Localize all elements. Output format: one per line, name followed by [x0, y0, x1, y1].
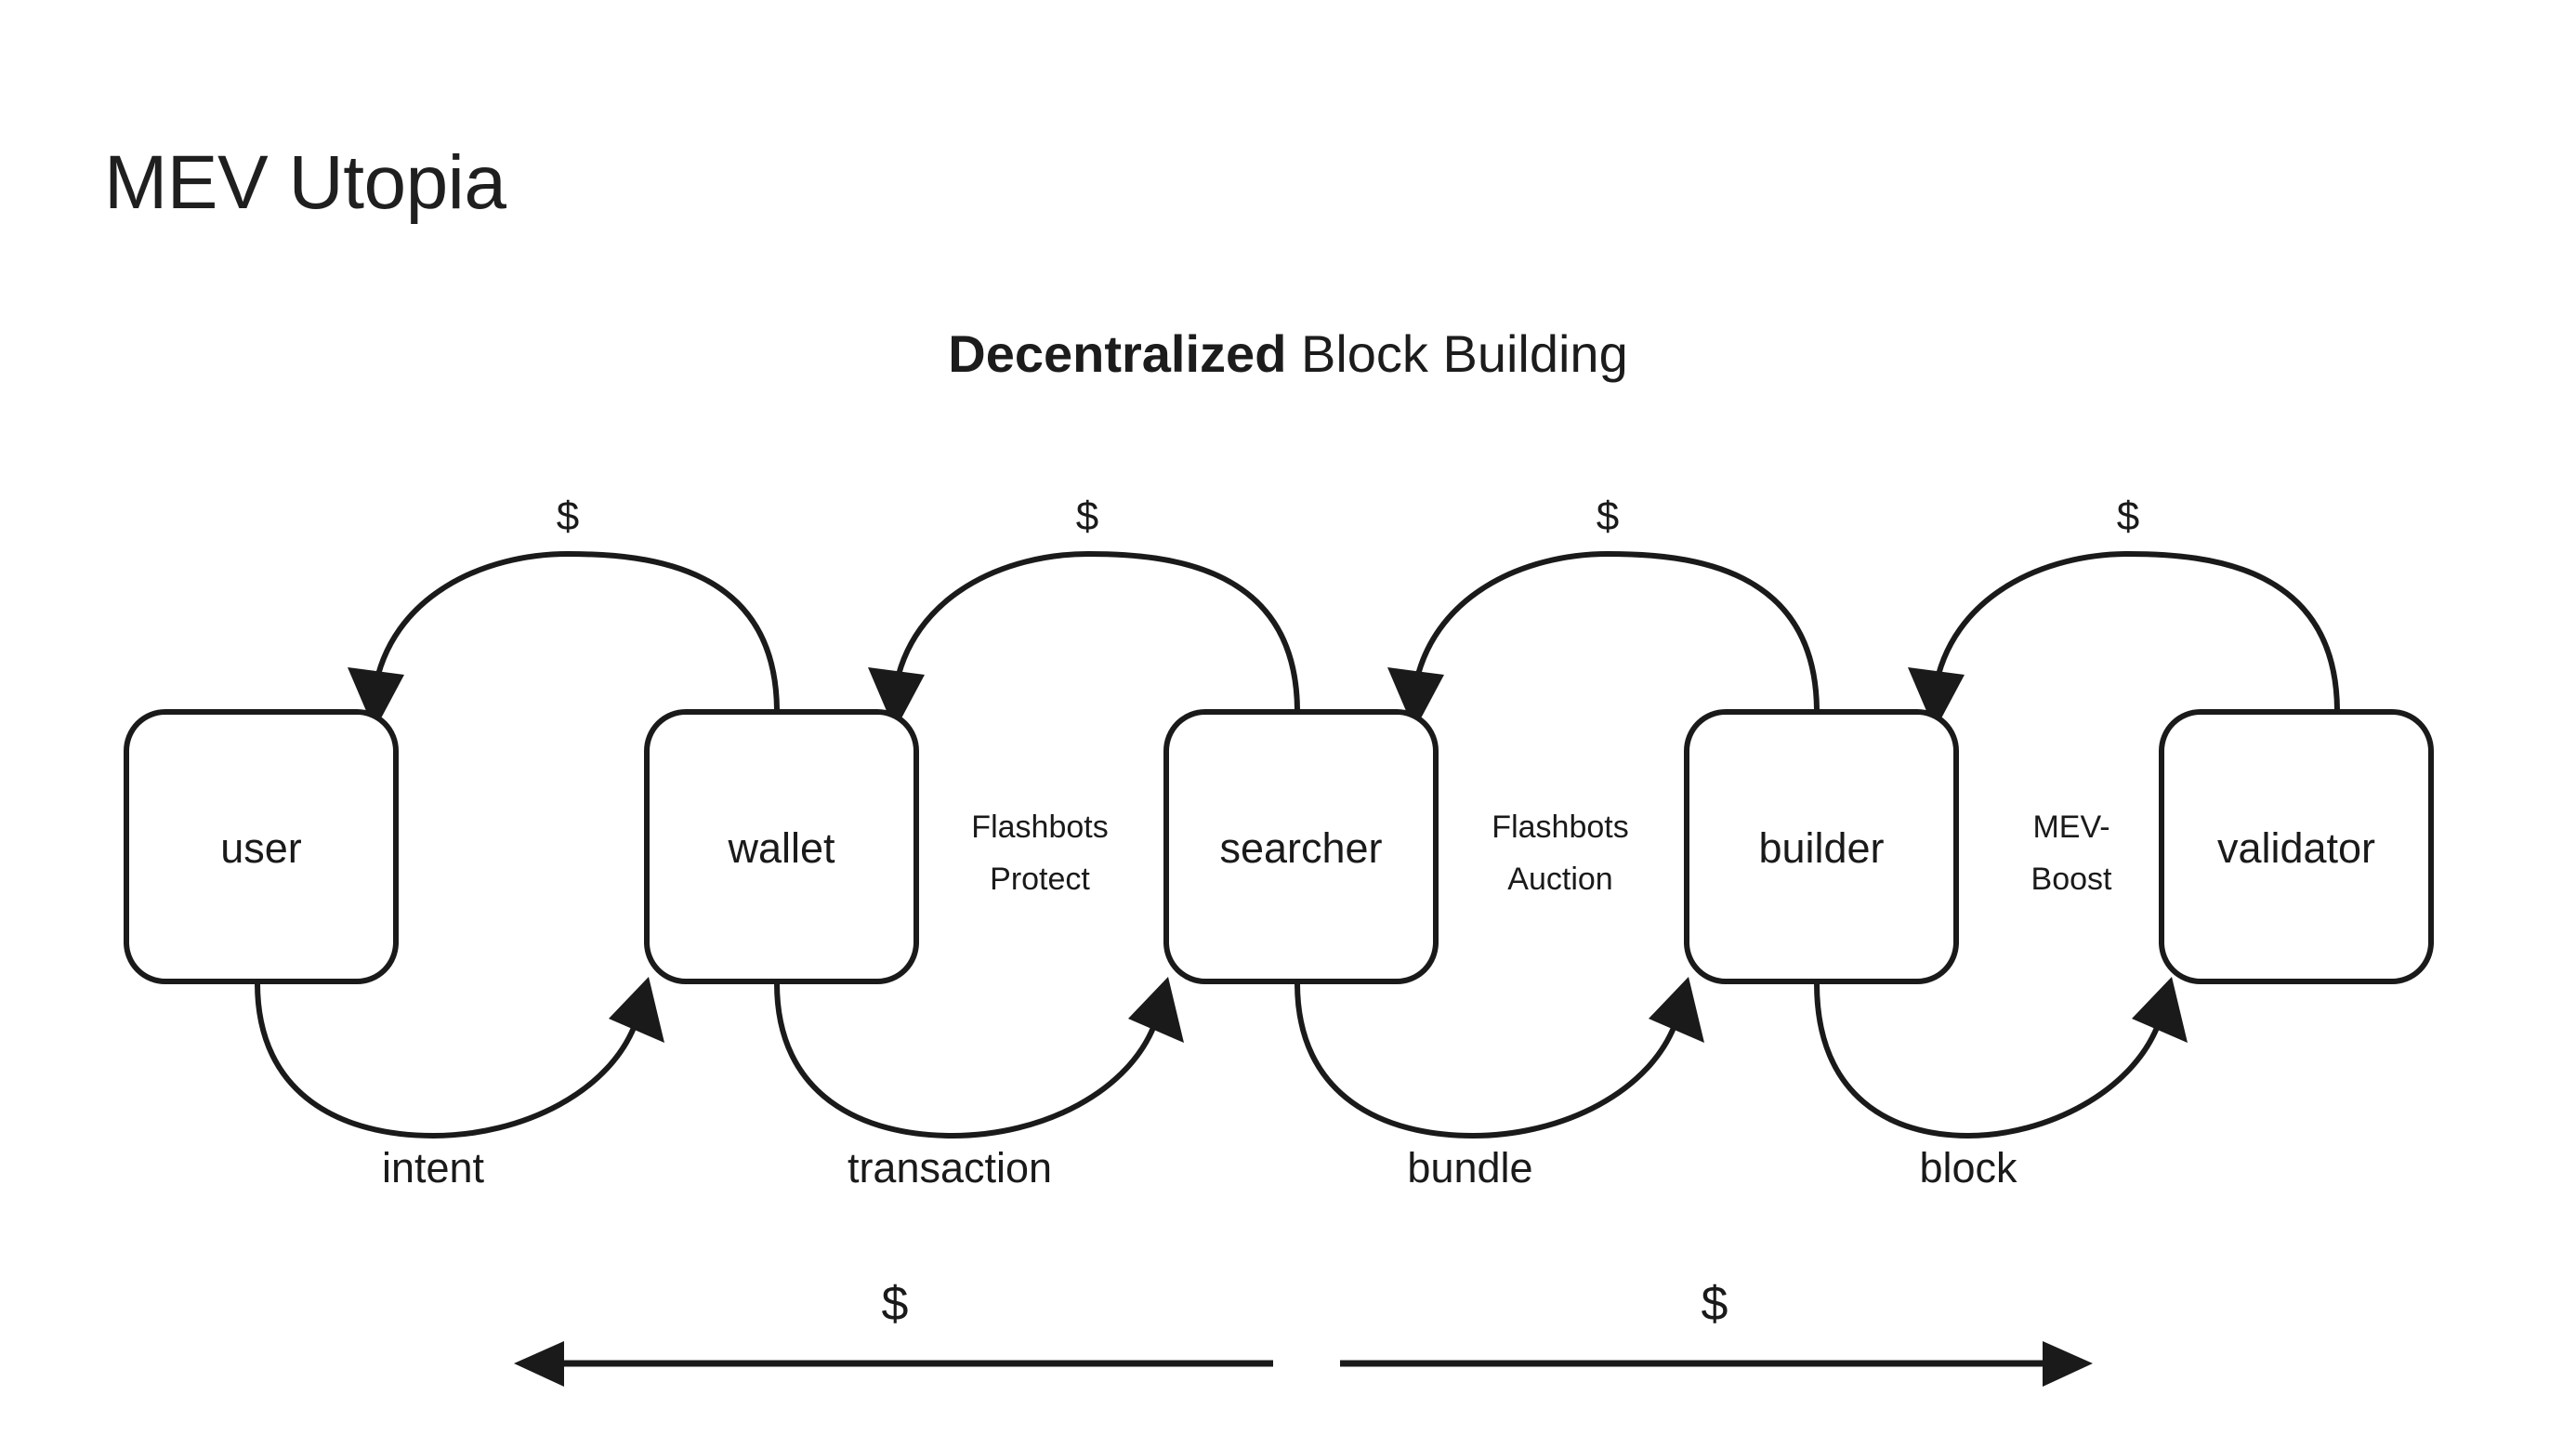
top-edge-label-searcher-builder: $ — [1597, 494, 1619, 539]
bottom-arc-builder-to-validator — [1814, 977, 2188, 1139]
arrow-head-icon — [514, 1341, 564, 1387]
bottom-edge-label-intent: intent — [382, 1144, 485, 1191]
node-label-searcher: searcher — [1219, 824, 1382, 872]
arc-path — [1295, 982, 1679, 1139]
bottom-arc-user-to-wallet — [255, 977, 664, 1139]
node-validator[interactable]: validator — [2159, 709, 2434, 984]
subtitle-rest: Block Building — [1286, 324, 1628, 383]
top-arc-wallet-to-user — [348, 550, 780, 731]
flow-arrow-value-left: $ — [514, 1277, 1273, 1387]
between-label-flashbots-protect: Flashbots Protect — [971, 810, 1108, 897]
between-label-line-1: Flashbots — [971, 810, 1108, 845]
node-box-shape — [124, 709, 399, 984]
arc-path — [372, 550, 780, 713]
arc-path — [892, 550, 1300, 713]
arrow-head-icon — [1387, 667, 1444, 731]
arrow-head-icon — [2043, 1341, 2093, 1387]
flow-arrow-label-left: $ — [882, 1277, 909, 1331]
flow-arrow-label-right: $ — [1702, 1277, 1728, 1331]
top-edge-label-user-wallet: $ — [557, 494, 579, 539]
node-user[interactable]: user — [124, 709, 399, 984]
arrow-head-icon — [1128, 977, 1184, 1043]
top-arc-validator-to-builder — [1908, 550, 2340, 731]
subtitle-emphasis: Decentralized — [948, 324, 1287, 383]
bottom-edge-label-transaction: transaction — [848, 1144, 1052, 1191]
arc-path — [1412, 550, 1820, 713]
arc-path — [1932, 550, 2340, 713]
node-box-shape — [644, 709, 919, 984]
top-arc-searcher-to-wallet — [868, 550, 1300, 731]
bottom-arc-group — [255, 977, 2188, 1139]
between-label-flashbots-auction: Flashbots Auction — [1492, 810, 1628, 897]
between-label-mev-boost: MEV- Boost — [2031, 810, 2112, 897]
page-title: MEV Utopia — [104, 140, 506, 225]
flow-arrow-value-right: $ — [1340, 1277, 2093, 1387]
arrow-head-icon — [1908, 667, 1965, 731]
top-arc-builder-to-searcher — [1387, 550, 1820, 731]
arrow-head-icon — [868, 667, 925, 731]
node-box-shape — [1684, 709, 1959, 984]
arc-path — [774, 982, 1159, 1139]
arrow-head-icon — [2132, 977, 2188, 1043]
node-wallet[interactable]: wallet — [644, 709, 919, 984]
top-edge-label-wallet-searcher: $ — [1076, 494, 1098, 539]
node-label-validator: validator — [2217, 824, 2375, 872]
bottom-edge-label-block: block — [1919, 1144, 2017, 1191]
node-builder[interactable]: builder — [1684, 709, 1959, 984]
bottom-edge-label-bundle: bundle — [1407, 1144, 1532, 1191]
node-box-shape — [2159, 709, 2434, 984]
bottom-arc-searcher-to-builder — [1295, 977, 1704, 1139]
between-label-line-2: Boost — [2031, 862, 2112, 897]
node-group: user wallet searcher builder validator — [124, 709, 2434, 984]
bottom-arc-wallet-to-searcher — [774, 977, 1184, 1139]
node-label-user: user — [220, 824, 302, 872]
arrow-head-icon — [609, 977, 664, 1043]
arc-path — [255, 982, 639, 1139]
arc-path — [1814, 982, 2162, 1139]
node-box-shape — [1163, 709, 1439, 984]
top-arc-group — [348, 550, 2340, 731]
between-label-line-2: Protect — [990, 862, 1090, 897]
top-edge-label-builder-validator: $ — [2117, 494, 2139, 539]
between-label-line-2: Auction — [1507, 862, 1612, 897]
node-searcher[interactable]: searcher — [1163, 709, 1439, 984]
arrow-head-icon — [348, 667, 404, 731]
arrow-head-icon — [1649, 977, 1704, 1043]
diagram-subtitle: Decentralized Block Building — [0, 323, 2576, 384]
between-label-line-1: Flashbots — [1492, 810, 1628, 845]
node-label-builder: builder — [1758, 824, 1884, 872]
between-label-line-1: MEV- — [2032, 810, 2109, 845]
node-label-wallet: wallet — [727, 824, 835, 872]
